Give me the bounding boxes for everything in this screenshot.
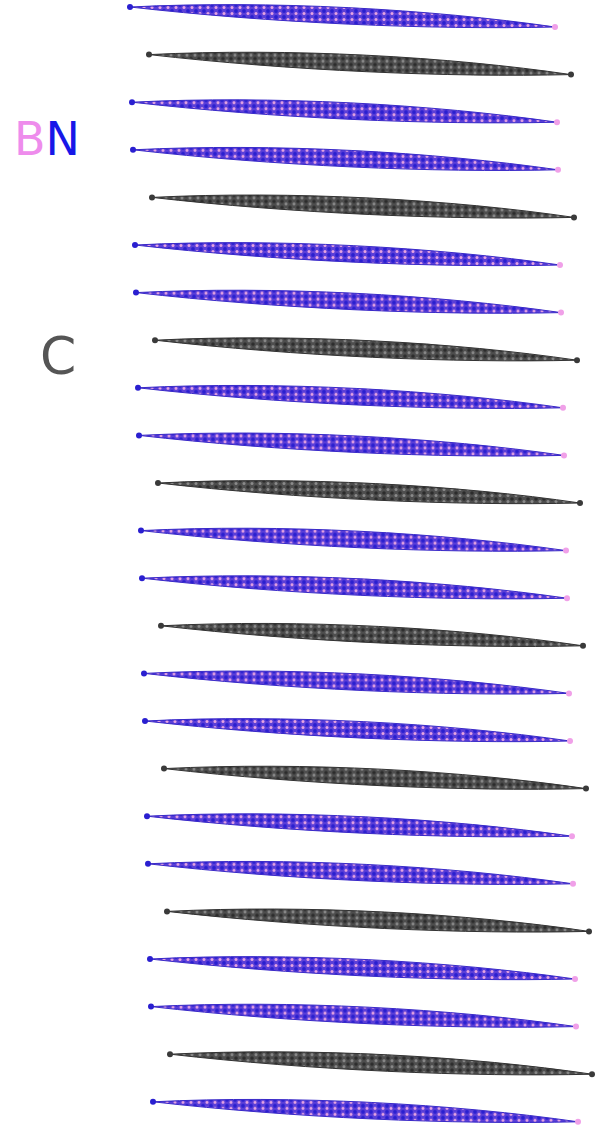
element-label: C <box>40 330 76 382</box>
element-label: N <box>46 116 80 162</box>
element-label: B <box>14 116 46 162</box>
